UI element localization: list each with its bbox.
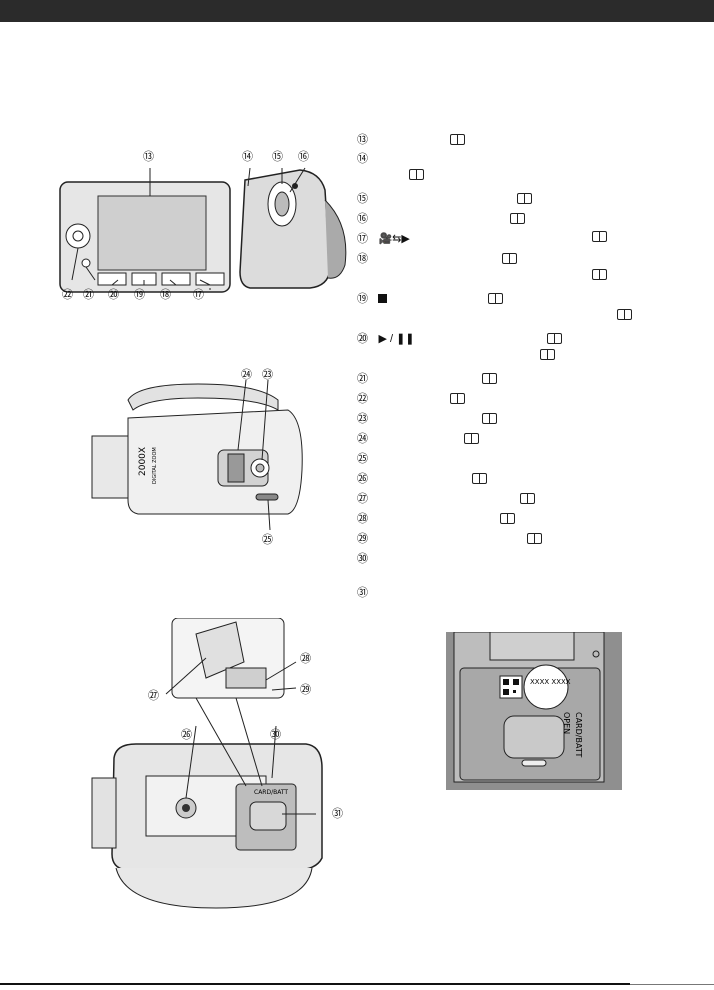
card-batt-label: CARD/BATT xyxy=(574,712,583,758)
list-number: ⑬ xyxy=(357,134,368,146)
callout-31: ㉛ xyxy=(332,807,343,820)
list-number: ⑰ xyxy=(357,233,368,245)
page-ref-icon xyxy=(617,309,632,320)
page-ref-icon xyxy=(464,433,480,444)
callout-28: ㉘ xyxy=(300,652,311,665)
page-ref-icon xyxy=(482,373,498,384)
list-number: ㉕ xyxy=(357,453,368,465)
list-number: ㉙ xyxy=(357,533,368,545)
list-number: ㉛ xyxy=(357,587,368,599)
page-ref-icon xyxy=(482,413,498,424)
list-item: ㉗ xyxy=(357,489,536,507)
top-view-illustration: 2000X DIGITAL ZOOM xyxy=(91,380,303,530)
page-ref-icon xyxy=(450,134,466,145)
list-number: ㉔ xyxy=(357,433,368,445)
list-item: ㉒ xyxy=(357,389,466,407)
list-number: ⑳ xyxy=(357,333,368,345)
callout-20: ⑳ xyxy=(108,288,119,301)
lcd-side-illustration xyxy=(59,167,347,293)
callout-25: ㉕ xyxy=(262,533,273,546)
header-bar xyxy=(0,0,714,22)
brand-label: 2000X xyxy=(138,447,148,476)
callout-27: ㉗ xyxy=(148,689,159,702)
list-number: ㉚ xyxy=(357,553,368,565)
footer-rule xyxy=(0,983,630,985)
list-item: ⑯ xyxy=(357,209,526,227)
page-ref-icon xyxy=(546,333,562,344)
list-number: ㉘ xyxy=(357,513,368,525)
list-number: ㉗ xyxy=(357,493,368,505)
page-ref-icon xyxy=(502,253,518,264)
callout-29: ㉙ xyxy=(300,683,311,696)
card-batt-label-small: CARD/BATT xyxy=(254,789,288,796)
page-ref-icon xyxy=(540,349,555,360)
callout-15: ⑮ xyxy=(272,150,283,163)
list-item: ⑬ xyxy=(357,130,466,148)
list-item: ㉓ xyxy=(357,409,498,427)
callout-13: ⑬ xyxy=(143,150,154,163)
page-ref-icon xyxy=(517,193,533,204)
callout-21: ㉑ xyxy=(83,288,94,301)
list-item: ⑰ 🎥⇆▶ xyxy=(357,229,697,247)
list-number: ⑲ xyxy=(357,293,368,305)
list-item: ㉕ xyxy=(357,449,368,467)
list-item: ⑭ xyxy=(357,149,368,167)
qr-code-text: XXXX XXXX xyxy=(530,678,571,686)
list-number: ㉖ xyxy=(357,473,368,485)
camera-play-mode-icon: 🎥⇆▶ xyxy=(378,233,410,245)
list-number: ⑱ xyxy=(357,253,368,265)
open-label: OPEN xyxy=(562,712,571,734)
list-number: ㉓ xyxy=(357,413,368,425)
callout-26: ㉖ xyxy=(181,728,192,741)
list-item: ㉖ xyxy=(357,469,488,487)
stop-icon xyxy=(378,294,388,303)
footer-rule-thin xyxy=(630,984,714,985)
list-number: ⑭ xyxy=(357,153,368,165)
callout-30: ㉚ xyxy=(270,728,281,741)
callout-19: ⑲ xyxy=(134,288,145,301)
list-item: ⑳ ▶ / ❚❚ xyxy=(357,329,562,347)
list-item: ㉙ xyxy=(357,529,543,547)
page-ref-icon xyxy=(500,513,516,524)
page-ref-icon xyxy=(450,393,466,404)
list-item: ㉔ xyxy=(357,429,480,447)
callout-16: ⑯ xyxy=(298,150,309,163)
callout-18: ⑱ xyxy=(160,288,171,301)
list-number: ⑯ xyxy=(357,213,368,225)
play-pause-icon: ▶ / ❚❚ xyxy=(378,333,415,345)
callout-23: ㉓ xyxy=(262,368,273,381)
list-number: ⑮ xyxy=(357,193,368,205)
page-ref-icon xyxy=(487,293,503,304)
list-item: ㉑ xyxy=(357,369,498,387)
brand-sub-label: DIGITAL ZOOM xyxy=(152,447,158,484)
page-ref-icon xyxy=(592,231,607,242)
list-item: ⑮ xyxy=(357,189,533,207)
page-ref-icon xyxy=(592,269,607,280)
page-ref-icon xyxy=(409,169,424,180)
list-item: ㉚ xyxy=(357,549,368,567)
page-ref-icon xyxy=(527,533,543,544)
list-item: ⑲ xyxy=(357,289,503,307)
list-item: ㉘ xyxy=(357,509,516,527)
list-number: ㉑ xyxy=(357,373,368,385)
page-ref-icon xyxy=(472,473,488,484)
callout-14: ⑭ xyxy=(242,150,253,163)
list-number: ㉒ xyxy=(357,393,368,405)
page-ref-icon xyxy=(510,213,526,224)
callout-22: ㉒ xyxy=(62,288,73,301)
page-ref-icon xyxy=(520,493,536,504)
list-item: ㉛ xyxy=(357,583,368,601)
card-cover-illustration: XXXX XXXX CARD/BATT OPEN xyxy=(446,632,622,790)
bottom-view-illustration: CARD/BATT xyxy=(91,618,323,909)
list-item: ⑱ xyxy=(357,249,518,267)
callout-17: ⑰ xyxy=(193,288,204,301)
callout-24: ㉔ xyxy=(241,368,252,381)
